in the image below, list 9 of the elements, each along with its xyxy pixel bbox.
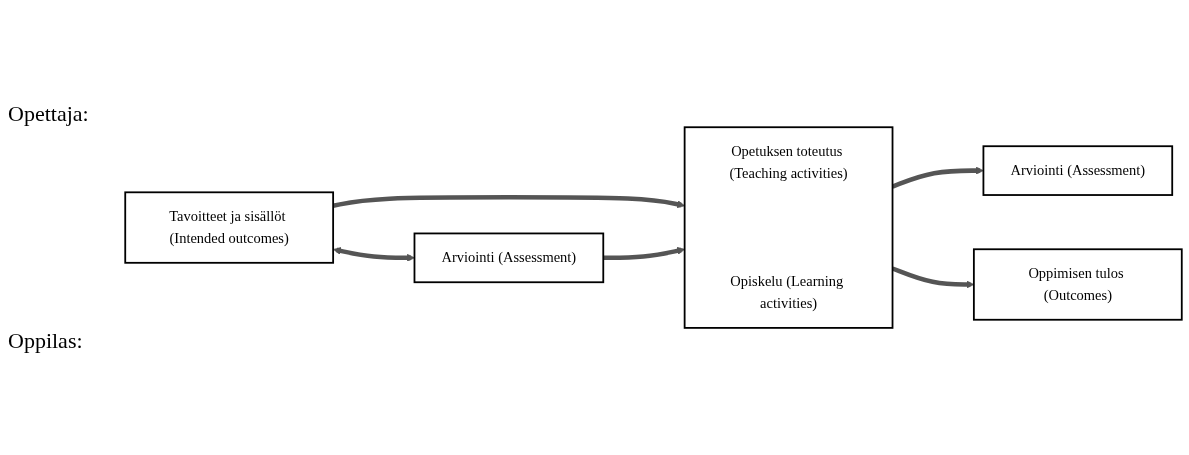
node-box: Arviointi (Assessment)	[413, 232, 605, 284]
node-box: Tavoitteet ja sisällöt (Intended outcomes)	[124, 191, 335, 264]
node-box: Oppimisen tulos (Outcomes)	[972, 248, 1183, 321]
arrow	[603, 246, 685, 261]
node-box: Opetuksen toteutus (Teaching activities) Opiskelu (Learning activities)	[683, 126, 894, 329]
role-label: Oppilas:	[8, 328, 84, 355]
role-label: Opettaja:	[8, 100, 90, 127]
node-box: Arviointi (Assessment)	[982, 145, 1174, 196]
arrow	[333, 246, 415, 262]
